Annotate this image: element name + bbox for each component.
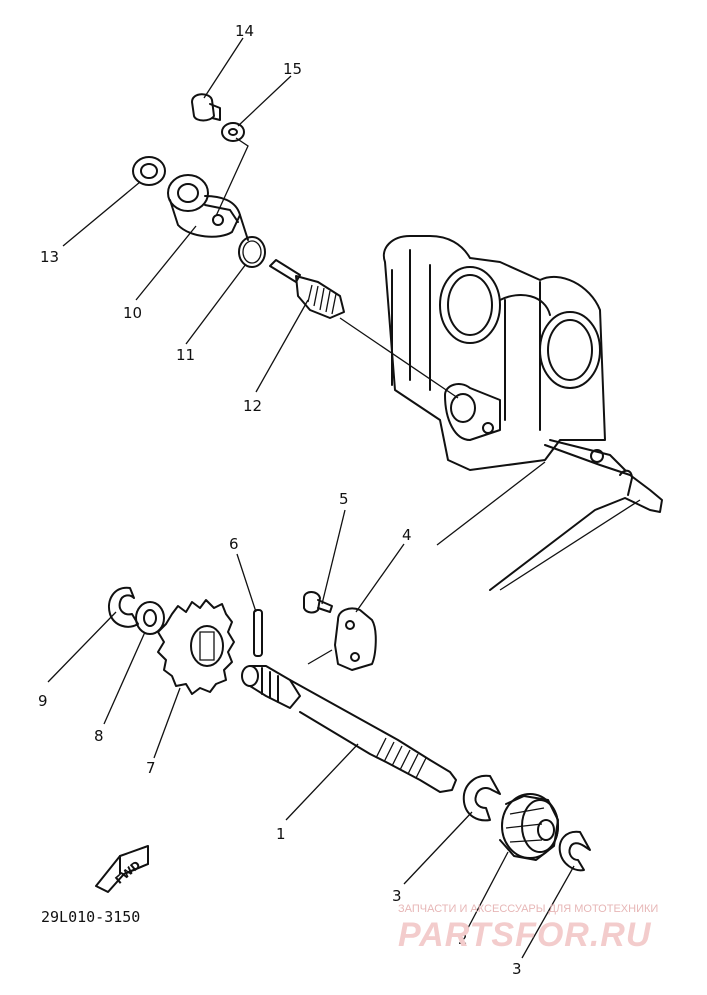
part-2-shift-drum (499, 793, 559, 861)
part-5-screw (303, 591, 333, 614)
callout-5: 5 (339, 490, 349, 508)
part-14-bolt (191, 93, 221, 122)
callout-3a: 3 (392, 887, 402, 905)
callout-10: 10 (123, 304, 142, 322)
callout-6: 6 (229, 535, 239, 553)
callout-15: 15 (283, 60, 302, 78)
part-8-washer (135, 601, 165, 635)
part-6-pin (253, 609, 263, 657)
alignment-line-12 (339, 317, 459, 399)
part-3-circlip-b (558, 830, 591, 872)
fwd-arrow-icon: FWD (95, 845, 149, 893)
part-13-washer (132, 156, 166, 186)
engine-case-outline (382, 235, 663, 591)
part-11-o-ring (238, 236, 266, 268)
fwd-label: FWD (113, 858, 143, 886)
watermark-brand: PARTSFOR.RU (398, 916, 652, 954)
callout-14: 14 (235, 22, 254, 40)
part-3-circlip-a (462, 774, 501, 822)
callout-4: 4 (402, 526, 412, 544)
callout-13: 13 (40, 248, 59, 266)
part-1-shift-shaft (241, 665, 457, 793)
callout-2: 2 (458, 930, 468, 948)
leader-lines (47, 37, 575, 959)
part-9-circlip (108, 586, 139, 628)
part-12-gear-shaft (269, 259, 345, 319)
callout-11: 11 (176, 346, 195, 364)
part-10-housing (167, 174, 249, 241)
part-15-nut (221, 122, 245, 142)
part-7-gear (157, 599, 235, 695)
watermark-tagline: ЗАПЧАСТИ И АКСЕССУАРЫ ДЛЯ МОТОТЕХНИКИ (398, 903, 658, 915)
callout-12: 12 (243, 397, 262, 415)
callout-8: 8 (94, 727, 104, 745)
part-4-stopper-plate (334, 607, 377, 671)
callout-3b: 3 (512, 960, 522, 978)
callout-9: 9 (38, 692, 48, 710)
callout-1: 1 (276, 825, 286, 843)
callout-7: 7 (146, 759, 156, 777)
diagram-code: 29L010-3150 (41, 908, 140, 926)
